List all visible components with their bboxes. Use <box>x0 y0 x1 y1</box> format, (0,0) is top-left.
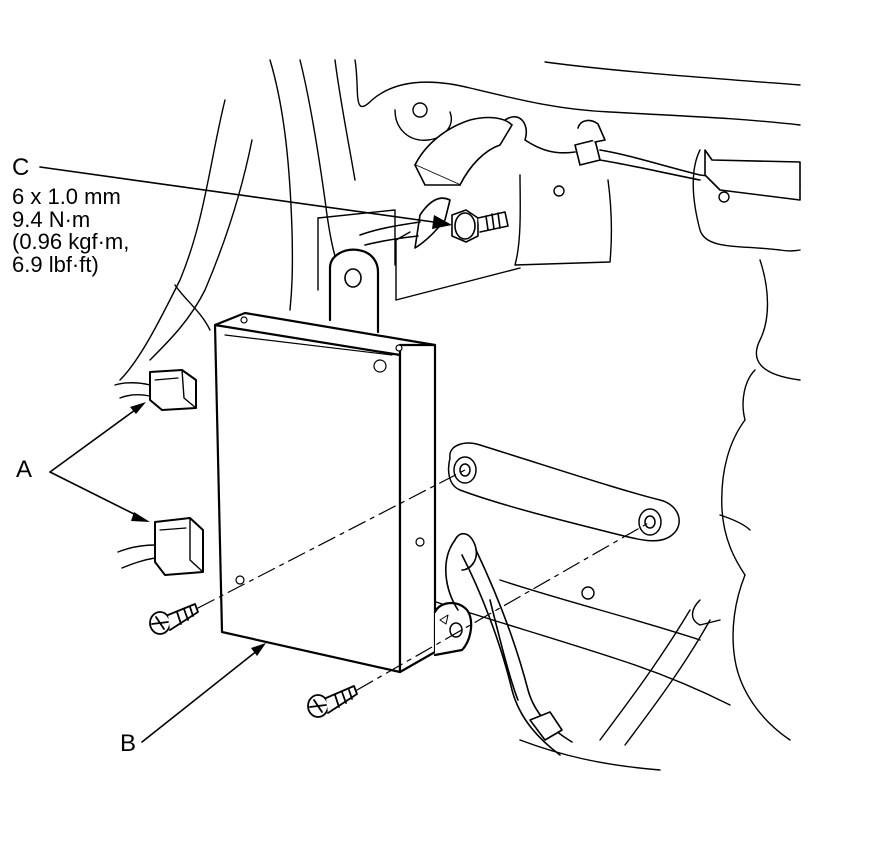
lower-harness <box>444 532 573 756</box>
screws <box>149 603 358 718</box>
panel-mount-holes <box>447 442 680 542</box>
spec-c-torque-nm: 9.4 N·m <box>12 206 91 232</box>
screw-upper <box>149 603 199 635</box>
label-b: B <box>120 730 137 757</box>
spec-c-size: 6 x 1.0 mm <box>12 184 121 209</box>
upper-harness <box>359 116 801 249</box>
arrowhead-c <box>432 215 452 229</box>
spec-c-torque-lbf: 6.9 lbf·ft) <box>12 251 99 277</box>
connectors-a <box>114 369 204 576</box>
spec-c-torque-kgf: (0.96 kgf·m, <box>12 229 130 254</box>
alignment-lines <box>197 469 651 691</box>
control-unit-b <box>213 248 473 674</box>
arrowhead-a-lower <box>131 512 150 522</box>
body-panel <box>119 59 801 771</box>
screw-lower <box>307 685 358 718</box>
label-a: A <box>16 456 33 483</box>
leader-lines <box>39 166 449 743</box>
arrowhead-a-upper <box>130 402 146 414</box>
spec-c: 6 x 1.0 mm 9.4 N·m (0.96 kgf·m, 6.9 lbf·… <box>12 184 130 277</box>
leader-c <box>39 166 449 225</box>
leader-arrowheads <box>130 215 452 656</box>
leader-a-lower <box>49 471 139 517</box>
leader-a-upper <box>49 409 136 473</box>
arrowhead-b <box>251 643 266 656</box>
label-c: C <box>12 154 30 181</box>
bolt-c <box>451 209 509 243</box>
leader-b <box>141 649 259 743</box>
